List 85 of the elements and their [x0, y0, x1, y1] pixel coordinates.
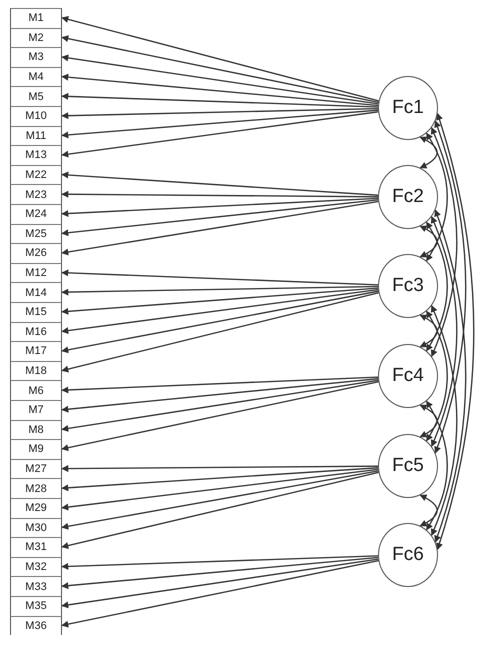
- arrow: [61, 376, 378, 394]
- indicator-cell: M11: [10, 126, 62, 146]
- indicator-cell: M23: [10, 184, 62, 204]
- double-arrow: [436, 112, 474, 550]
- arrow: [61, 556, 378, 590]
- indicator-cell: M9: [10, 439, 62, 459]
- arrow: [61, 465, 378, 472]
- indicator-cell: M15: [10, 302, 62, 322]
- arrow: [61, 381, 379, 452]
- double-arrow: [434, 120, 466, 454]
- indicator-cell: M27: [10, 458, 62, 478]
- double-arrow: [426, 132, 448, 262]
- arrow: [61, 472, 379, 549]
- arrow: [61, 111, 378, 158]
- indicator-cell: M4: [10, 66, 62, 86]
- arrow: [61, 467, 378, 492]
- double-arrow: [430, 305, 458, 536]
- arrow: [61, 16, 379, 102]
- factor-circle: Fc1: [378, 76, 438, 140]
- double-arrow: [420, 404, 438, 438]
- indicator-cell: M32: [10, 556, 62, 576]
- arrow: [61, 92, 378, 108]
- indicator-cell: M2: [10, 28, 62, 48]
- factor-circle: Fc3: [378, 254, 438, 318]
- arrow: [61, 54, 378, 105]
- double-arrow: [420, 314, 438, 348]
- arrow: [61, 290, 379, 354]
- indicator-cell: M18: [10, 360, 62, 380]
- arrow: [61, 287, 378, 315]
- indicator-cell: M31: [10, 537, 62, 557]
- double-arrow: [434, 209, 466, 543]
- indicator-cell: M6: [10, 380, 62, 400]
- arrow: [61, 190, 378, 198]
- factor-circle: Fc4: [378, 344, 438, 408]
- indicator-cell: M24: [10, 204, 62, 224]
- indicator-cell: M33: [10, 576, 62, 596]
- arrow: [61, 199, 378, 236]
- double-arrow: [426, 222, 448, 352]
- indicator-cell: M14: [10, 282, 62, 302]
- double-arrow: [426, 400, 448, 530]
- indicator-cell: M22: [10, 164, 62, 184]
- arrow: [61, 74, 378, 106]
- arrow: [61, 378, 378, 413]
- arrow: [61, 108, 378, 120]
- indicator-cell: M8: [10, 420, 62, 440]
- indicator-cell: M3: [10, 47, 62, 67]
- indicator-cell: M12: [10, 262, 62, 282]
- arrow: [61, 560, 379, 628]
- indicator-cell: M35: [10, 596, 62, 616]
- double-arrow: [426, 310, 448, 442]
- arrow: [61, 292, 379, 372]
- indicator-cell: M28: [10, 478, 62, 498]
- indicator-cell: M30: [10, 518, 62, 538]
- indicator-cell: M5: [10, 86, 62, 106]
- double-arrow: [420, 226, 438, 258]
- indicator-cell: M13: [10, 145, 62, 165]
- indicator-cell: M1: [10, 8, 62, 28]
- arrow: [61, 286, 378, 296]
- arrow: [61, 380, 378, 432]
- indicator-cell: M7: [10, 400, 62, 420]
- factor-circle: Fc2: [378, 165, 438, 229]
- double-arrow: [420, 136, 438, 168]
- indicator-cell: M29: [10, 498, 62, 518]
- indicator-cell: M36: [10, 616, 62, 636]
- arrow: [61, 172, 378, 196]
- arrow: [61, 35, 379, 104]
- arrow: [61, 470, 379, 530]
- arrow: [61, 200, 378, 256]
- arrow: [61, 468, 378, 511]
- indicator-cell: M16: [10, 322, 62, 342]
- arrow: [61, 110, 378, 138]
- indicator-cell: M25: [10, 224, 62, 244]
- indicator-cell: M17: [10, 341, 62, 361]
- arrow: [61, 555, 378, 570]
- factor-circle: Fc6: [378, 523, 438, 587]
- double-arrow: [420, 494, 438, 526]
- arrow: [61, 198, 378, 217]
- arrow: [61, 558, 378, 608]
- double-arrow: [430, 216, 458, 447]
- arrow: [61, 269, 378, 286]
- factor-circle: Fc5: [378, 434, 438, 498]
- indicator-cell: M10: [10, 106, 62, 126]
- indicator-cell: M26: [10, 243, 62, 263]
- arrow: [61, 288, 378, 334]
- double-arrow: [430, 127, 458, 357]
